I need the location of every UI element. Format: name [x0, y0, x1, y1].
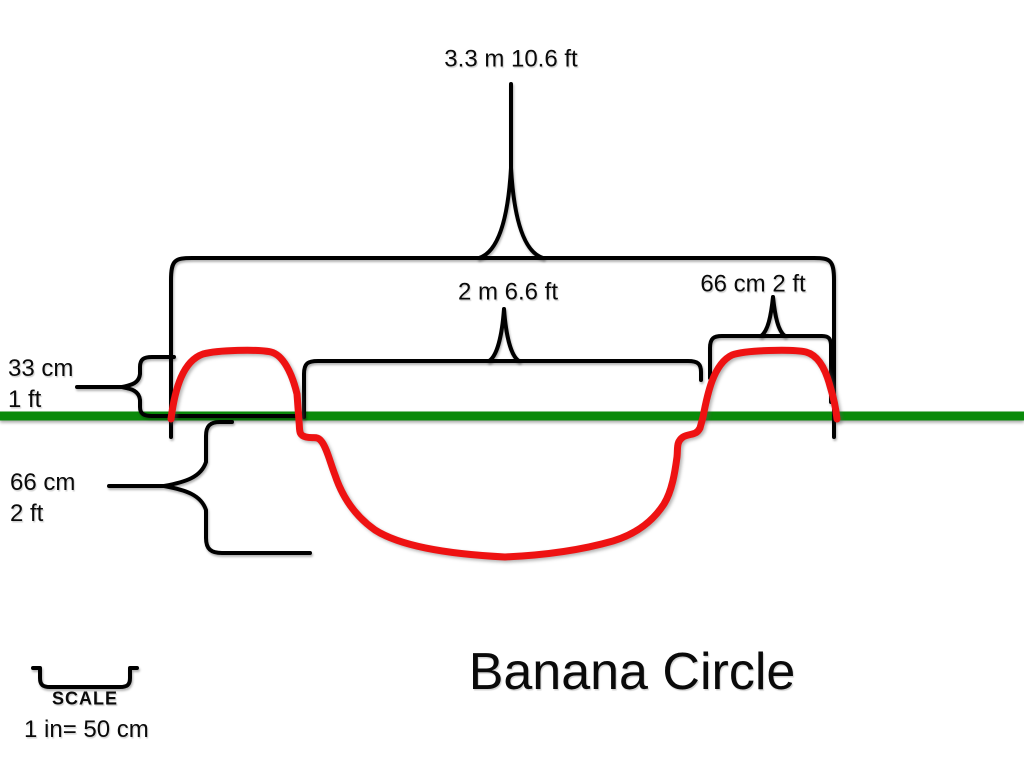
bracket-berm-width — [708, 334, 833, 404]
scale-bracket — [31, 666, 139, 689]
bracket-total-width — [169, 256, 836, 439]
pit-depth-label: 66 cm 2 ft — [10, 467, 75, 529]
berm-height-imperial: 1 ft — [8, 386, 42, 413]
bracket-inner-width-pointer — [487, 307, 521, 363]
berm-width-label: 66 cm 2 ft — [700, 270, 806, 298]
pit-depth-metric: 66 cm — [10, 469, 76, 496]
pit-depth-imperial: 2 ft — [10, 500, 44, 527]
brace-berm-height — [75, 355, 304, 418]
brace-pit-depth — [107, 420, 312, 555]
bracket-berm-width-pointer — [759, 295, 787, 338]
scale-label: SCALE — [51, 688, 119, 709]
berm-height-metric: 33 cm — [8, 355, 74, 382]
total-width-label: 3.3 m 10.6 ft — [444, 45, 578, 73]
scale-value: 1 in= 50 cm — [24, 716, 149, 743]
bracket-total-width-pointer — [477, 82, 545, 260]
inner-width-label: 2 m 6.6 ft — [457, 278, 559, 306]
berm-height-label: 33 cm 1 ft — [8, 353, 73, 415]
bracket-inner-width — [302, 359, 703, 419]
profile-curve — [167, 346, 841, 561]
page-title: Banana Circle — [468, 643, 796, 701]
